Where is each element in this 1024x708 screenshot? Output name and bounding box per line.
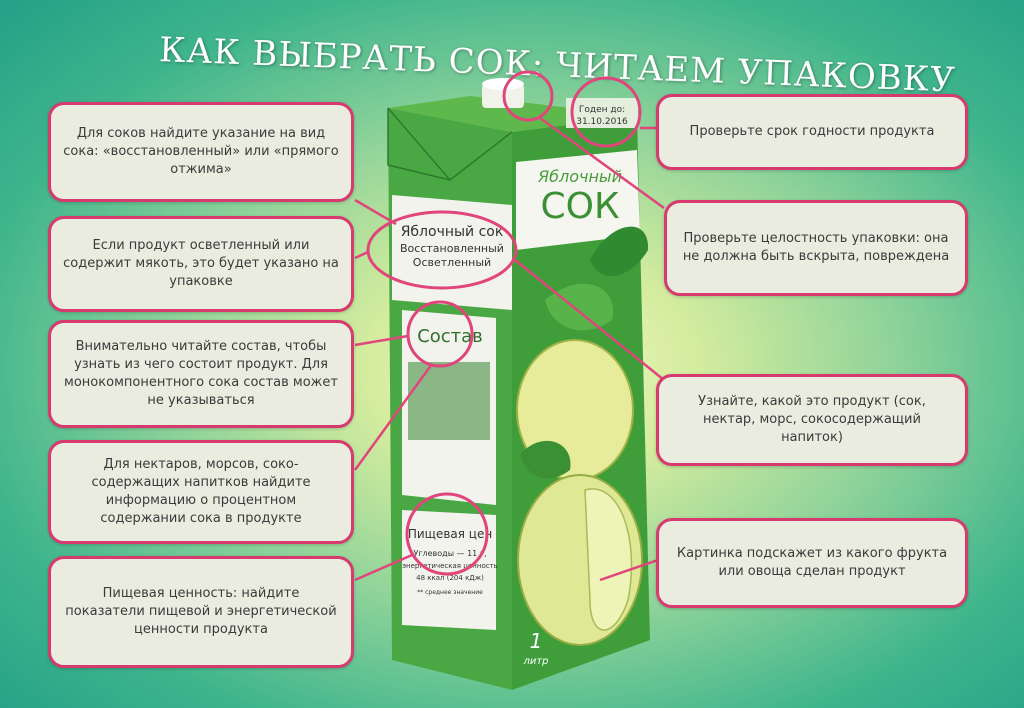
callout-clarified: Если продукт осветленный или содержит мя… [48, 216, 354, 312]
highlight-expiry [570, 76, 642, 148]
callout-nutrition: Пищевая ценность: найдите показатели пищ… [48, 556, 354, 668]
package-nutrition-line2: энергетическая ценность [402, 562, 498, 570]
package-nutrition-line4: ** среднее значение [417, 589, 483, 596]
package-label-line2: Восстановленный [400, 242, 504, 255]
callout-composition: Внимательно читайте состав, чтобы узнать… [48, 320, 354, 428]
package-brand-line2: СОК [540, 186, 619, 227]
package-brand-line1: Яблочный [537, 167, 622, 186]
callout-nutrition-text: Пищевая ценность: найдите показатели пищ… [65, 586, 337, 637]
package-volume-number: 1 [530, 629, 543, 653]
callout-product-kind-text: Узнайте, какой это продукт (сок, нектар,… [698, 394, 926, 445]
package-expiry-date: 31.10.2016 [576, 117, 628, 127]
package-volume-unit: литр [522, 656, 548, 667]
callout-nectar: Для нектаров, морсов, соко-содержащих на… [48, 440, 354, 544]
highlight-nutrition [405, 492, 489, 576]
nutrition-panel [402, 510, 496, 630]
callout-integrity: Проверьте целостность упаковки: она не д… [664, 200, 968, 296]
callout-composition-text: Внимательно читайте состав, чтобы узнать… [64, 339, 338, 408]
leaf-decoration [590, 226, 649, 277]
package-composition-title: Состав [417, 326, 483, 347]
callout-expiry: Проверьте срок годности продукта [656, 94, 968, 170]
package-label-line1: Яблочный сок [401, 224, 504, 240]
callout-picture: Картинка подскажет из какого фрукта или … [656, 518, 968, 608]
callout-picture-text: Картинка подскажет из какого фрукта или … [676, 546, 948, 579]
callout-clarified-text: Если продукт осветленный или содержит мя… [63, 238, 339, 289]
callout-juice-type: Для соков найдите указание на вид сока: … [48, 102, 354, 202]
callout-juice-type-text: Для соков найдите указание на вид сока: … [63, 126, 339, 177]
package-label-line3: Осветленный [413, 256, 491, 269]
callout-product-kind: Узнайте, какой это продукт (сок, нектар,… [656, 374, 968, 466]
brand-panel [516, 150, 640, 250]
package-nutrition-title: Пищевая цен [408, 527, 492, 541]
package-expiry-label: Годен до: [579, 105, 625, 115]
package-nutrition-line1: Углеводы — 11 г, [413, 549, 486, 558]
highlight-cap [502, 70, 554, 122]
expiry-label-patch [566, 98, 638, 128]
callout-integrity-text: Проверьте целостность упаковки: она не д… [682, 231, 950, 264]
highlight-label [366, 210, 518, 290]
callout-nectar-text: Для нектаров, морсов, соко-содержащих на… [91, 457, 311, 526]
highlight-composition [406, 300, 474, 368]
callout-expiry-text: Проверьте срок годности продукта [689, 124, 935, 139]
package-nutrition-line3: 48 ккал (204 кДж) [416, 574, 484, 582]
